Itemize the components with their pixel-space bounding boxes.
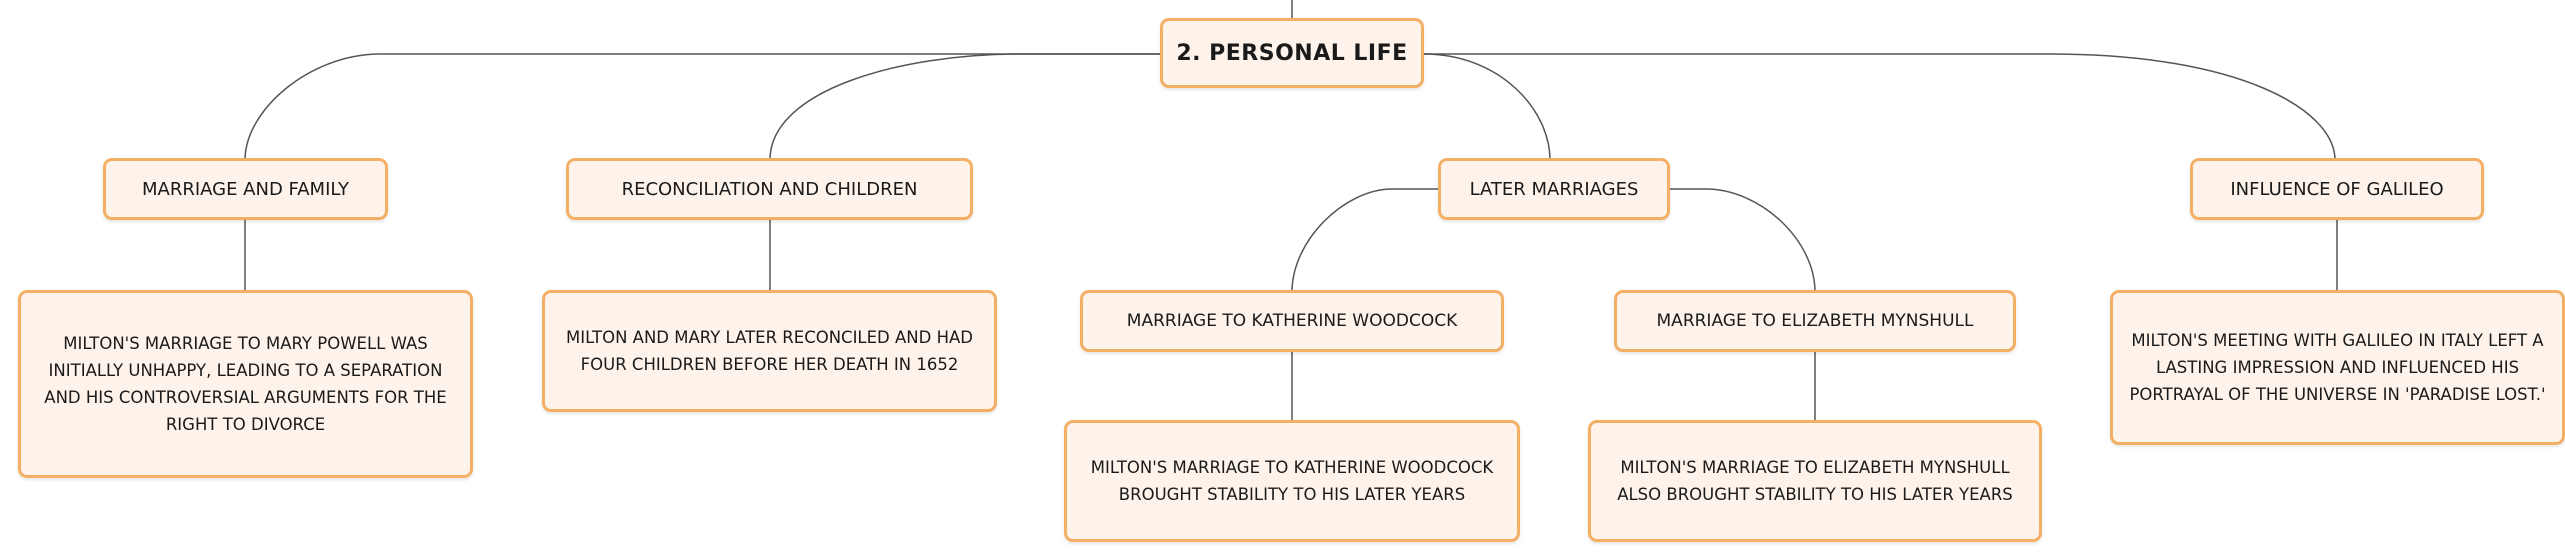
connector-later-to-woodcock [1291, 188, 1440, 293]
sub-node-label: MARRIAGE TO KATHERINE WOODCOCK [1126, 311, 1458, 331]
branch-node-marriage-and-family[interactable]: MARRIAGE AND FAMILY [103, 158, 388, 220]
connector-root-to-later-marriages [1423, 53, 1551, 161]
branch-node-label: MARRIAGE AND FAMILY [141, 178, 350, 200]
branch-node-influence-of-galileo[interactable]: INFLUENCE OF GALILEO [2190, 158, 2484, 220]
detail-node-marriage-to-elizabeth-mynshull[interactable]: MILTON'S MARRIAGE TO ELIZABETH MYNSHULL … [1588, 420, 2042, 542]
root-node-personal-life[interactable]: 2. PERSONAL LIFE [1160, 18, 1424, 88]
connector-root-to-marriage-family [244, 53, 1160, 161]
branch-node-label: RECONCILIATION AND CHILDREN [621, 178, 918, 200]
branch-node-label: INFLUENCE OF GALILEO [2230, 178, 2444, 200]
detail-node-text: MILTON'S MARRIAGE TO KATHERINE WOODCOCK … [1090, 458, 1494, 504]
branch-node-label: LATER MARRIAGES [1469, 178, 1639, 200]
detail-node-reconciliation-and-children[interactable]: MILTON AND MARY LATER RECONCILED AND HAD… [542, 290, 997, 412]
detail-node-text: MILTON'S MARRIAGE TO MARY POWELL WAS INI… [44, 334, 447, 434]
detail-node-text: MILTON'S MARRIAGE TO ELIZABETH MYNSHULL … [1617, 458, 2013, 504]
sub-node-marriage-to-elizabeth-mynshull[interactable]: MARRIAGE TO ELIZABETH MYNSHULL [1614, 290, 2016, 352]
detail-node-text: MILTON AND MARY LATER RECONCILED AND HAD… [566, 328, 973, 374]
connector-root-to-galileo [1424, 53, 2336, 161]
detail-node-influence-of-galileo[interactable]: MILTON'S MEETING WITH GALILEO IN ITALY L… [2110, 290, 2565, 445]
detail-node-marriage-and-family[interactable]: MILTON'S MARRIAGE TO MARY POWELL WAS INI… [18, 290, 473, 478]
connector-later-to-mynshull [1668, 188, 1816, 293]
sub-node-marriage-to-katherine-woodcock[interactable]: MARRIAGE TO KATHERINE WOODCOCK [1080, 290, 1504, 352]
branch-node-reconciliation-and-children[interactable]: RECONCILIATION AND CHILDREN [566, 158, 973, 220]
detail-node-text: MILTON'S MEETING WITH GALILEO IN ITALY L… [2129, 331, 2546, 404]
detail-node-marriage-to-katherine-woodcock[interactable]: MILTON'S MARRIAGE TO KATHERINE WOODCOCK … [1064, 420, 1520, 542]
branch-node-later-marriages[interactable]: LATER MARRIAGES [1438, 158, 1670, 220]
root-node-label: 2. PERSONAL LIFE [1176, 40, 1408, 66]
sub-node-label: MARRIAGE TO ELIZABETH MYNSHULL [1656, 311, 1974, 331]
connector-root-to-reconciliation [769, 53, 1160, 161]
